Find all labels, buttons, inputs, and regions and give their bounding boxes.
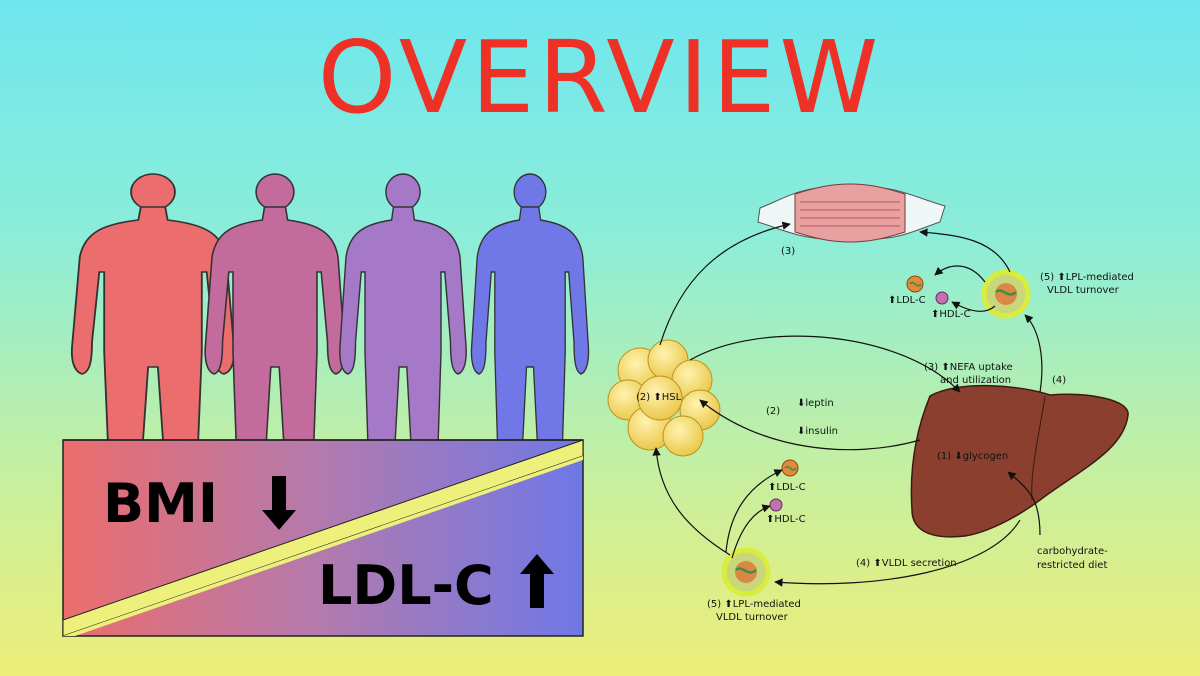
bmi-ldl-comparison: BMI LDL-C (62, 439, 584, 637)
bmi-down-arrow-icon (262, 476, 296, 530)
turnover-bottom-line2: VLDL turnover (716, 612, 789, 623)
ldl-particle-bottom-icon (781, 459, 799, 477)
nefa-label-line2: and utilization (940, 375, 1011, 386)
diet-label-line2: restricted diet (1037, 560, 1107, 571)
liver-illustration: (1) ⬇glycogen (910, 385, 1129, 538)
ldl-label: LDL-C (318, 554, 494, 617)
muscle-step-label: (3) (781, 246, 795, 257)
pathway-arrows (652, 221, 1043, 587)
insulin-label: ⬇insulin (797, 426, 838, 437)
adipose-cluster: (2) ⬆HSL (607, 339, 721, 457)
hdl-bottom-label: ⬆HDL-C (766, 514, 806, 525)
turnover-top-line1: (5) ⬆LPL-mediated (1040, 272, 1134, 283)
vldl-secretion-label: (4) ⬆VLDL secretion (856, 558, 957, 569)
turnover-bottom-line1: (5) ⬆LPL-mediated (707, 599, 801, 610)
hdl-particle-bottom-icon (769, 498, 783, 512)
leptin-label: ⬇leptin (797, 398, 834, 409)
ldl-up-arrow-icon (520, 554, 554, 608)
vldl-particle-top (981, 269, 1031, 319)
muscle-illustration: (3) (757, 183, 946, 257)
ldl-top-label: ⬆LDL-C (888, 295, 926, 306)
turnover-top-line2: VLDL turnover (1047, 285, 1120, 296)
hdl-particle-top-icon (935, 291, 949, 305)
nefa-label-line1: (3) ⬆NEFA uptake (924, 362, 1013, 373)
diet-label-line1: carbohydrate- (1037, 546, 1108, 557)
page-title: OVERVIEW (317, 19, 883, 136)
ldl-particle-top-icon (906, 275, 924, 293)
hsl-label: (2) ⬆HSL (636, 392, 682, 403)
hdl-top-label: ⬆HDL-C (931, 309, 971, 320)
step4-label: (4) (1052, 375, 1066, 386)
vldl-particle-bottom (721, 547, 771, 597)
glycogen-label: (1) ⬇glycogen (937, 451, 1008, 462)
bmi-label: BMI (103, 472, 218, 535)
ldl-bottom-label: ⬆LDL-C (768, 482, 806, 493)
step2-label: (2) (766, 406, 780, 417)
